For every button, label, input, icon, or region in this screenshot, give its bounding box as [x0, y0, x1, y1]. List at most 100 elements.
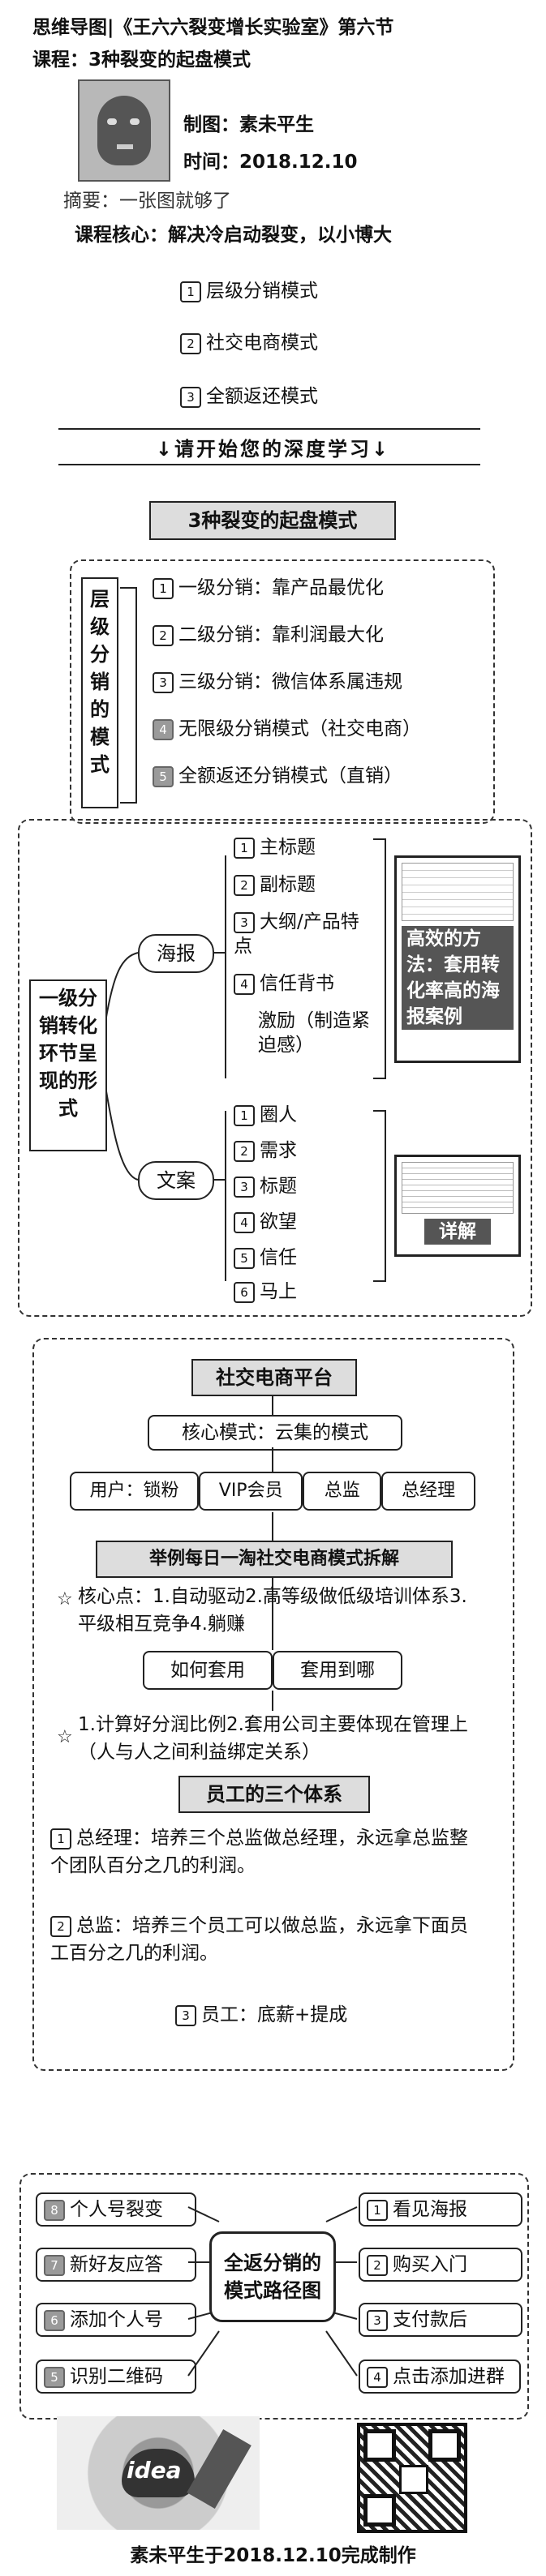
poster-label: 激励（制造紧迫感） — [258, 1010, 370, 1056]
role-vip: VIP会员 — [199, 1472, 303, 1511]
copy-node: 文案 — [138, 1161, 214, 1200]
staff-number: 3 — [175, 2004, 196, 2026]
copy-label: 信任 — [260, 1247, 297, 1268]
roles-row: 用户：锁粉 VIP会员 总监 总经理 — [70, 1472, 475, 1511]
section1-frame — [70, 559, 495, 824]
copy-number: 4 — [234, 1211, 255, 1233]
star-icon: ☆ — [57, 1727, 73, 1747]
core-points: 核心点：1.自动驱动2.高等级做低级培训体系3.平级相互竞争4.躺赚 — [78, 1586, 467, 1635]
section1-banner: 3种裂变的起盘模式 — [149, 501, 396, 540]
path-label: 新好友应答 — [70, 2254, 163, 2275]
poster-label: 副标题 — [260, 874, 316, 895]
mode-number: 1 — [153, 577, 174, 599]
role-user: 用户：锁粉 — [70, 1472, 200, 1511]
path-number: 6 — [44, 2309, 65, 2331]
section1-vertical-label: 层级分销的模式 — [81, 577, 118, 808]
mode-label: 三级分销：微信体系属违规 — [178, 671, 402, 692]
course-core: 课程核心：解决冷启动裂变，以小博大 — [75, 225, 392, 246]
path-number: 7 — [44, 2254, 65, 2276]
path-label: 购买入门 — [393, 2254, 467, 2275]
start-prompt: ↓请开始您的深度学习↓ — [155, 438, 391, 461]
mode-number: 3 — [153, 671, 174, 693]
toc-number: 2 — [180, 332, 201, 354]
staff-label: 员工：底薪+提成 — [201, 2004, 348, 2025]
time-label: 时间：2018.12.10 — [183, 152, 358, 173]
divider — [58, 428, 480, 430]
path-number: 2 — [367, 2254, 388, 2276]
path-center: 全返分销的模式路径图 — [209, 2231, 336, 2322]
copy-label: 标题 — [260, 1176, 297, 1197]
role-director: 总监 — [303, 1472, 382, 1511]
copy-number: 3 — [234, 1176, 255, 1198]
staff-label: 总经理：培养三个总监做总经理，永远拿总监整个团队百分之几的利润。 — [50, 1828, 468, 1876]
toc-label: 层级分销模式 — [206, 281, 318, 302]
path-label: 识别二维码 — [70, 2366, 163, 2387]
summary: 摘要：一张图就够了 — [63, 191, 231, 212]
path-number: 1 — [367, 2199, 388, 2221]
staff-title: 员工的三个体系 — [178, 1776, 370, 1813]
poster-thumbnail — [402, 863, 514, 921]
toc-number: 1 — [180, 281, 201, 302]
example-banner: 举例每日一淘社交电商模式拆解 — [96, 1541, 453, 1578]
how-to-apply-button[interactable]: 如何套用 — [143, 1651, 273, 1690]
toc-label: 全额返还模式 — [206, 386, 318, 407]
path-number: 8 — [44, 2199, 65, 2221]
copy-number: 6 — [234, 1281, 255, 1303]
staff-number: 2 — [50, 1915, 71, 1937]
mode-number: 4 — [153, 718, 174, 740]
mode-label: 一级分销：靠产品最优化 — [178, 577, 384, 598]
apply-where-button[interactable]: 套用到哪 — [273, 1651, 402, 1690]
author-label: 制图：素未平生 — [183, 114, 314, 135]
poster-label: 主标题 — [260, 837, 316, 858]
footer-text: 素未平生于2018.12.10完成制作 — [130, 2545, 416, 2566]
author-avatar — [78, 79, 170, 182]
section2-frame — [18, 819, 532, 1317]
platform-title: 社交电商平台 — [191, 1359, 357, 1396]
poster-note-text: 高效的方法：套用转化率高的海报案例 — [402, 926, 514, 1030]
copy-number: 5 — [234, 1247, 255, 1269]
copy-label: 欲望 — [260, 1211, 297, 1232]
copy-number: 2 — [234, 1140, 255, 1162]
doc-title: 思维导图|《王六六裂变增长实验室》第六节 — [32, 17, 394, 38]
path-label: 支付款后 — [393, 2309, 467, 2330]
idea-image: idea — [57, 2416, 260, 2530]
copy-number: 1 — [234, 1104, 255, 1126]
qr-code — [357, 2423, 467, 2533]
copy-note: 详解 — [394, 1155, 521, 1257]
divider — [58, 464, 480, 465]
poster-node: 海报 — [138, 934, 214, 973]
poster-note: 高效的方法：套用转化率高的海报案例 — [394, 855, 521, 1063]
copy-note-text: 详解 — [424, 1219, 491, 1245]
toc-number: 3 — [180, 386, 201, 408]
section4-frame — [19, 2173, 529, 2420]
path-number: 4 — [367, 2366, 388, 2388]
path-number: 5 — [44, 2366, 65, 2388]
star-icon: ☆ — [57, 1589, 73, 1609]
path-label: 点击添加进群 — [393, 2366, 505, 2387]
idea-word: idea — [127, 2457, 182, 2484]
path-label: 添加个人号 — [70, 2309, 163, 2330]
poster-label: 信任背书 — [260, 973, 334, 994]
poster-label: 大纲/产品特点 — [234, 911, 359, 957]
